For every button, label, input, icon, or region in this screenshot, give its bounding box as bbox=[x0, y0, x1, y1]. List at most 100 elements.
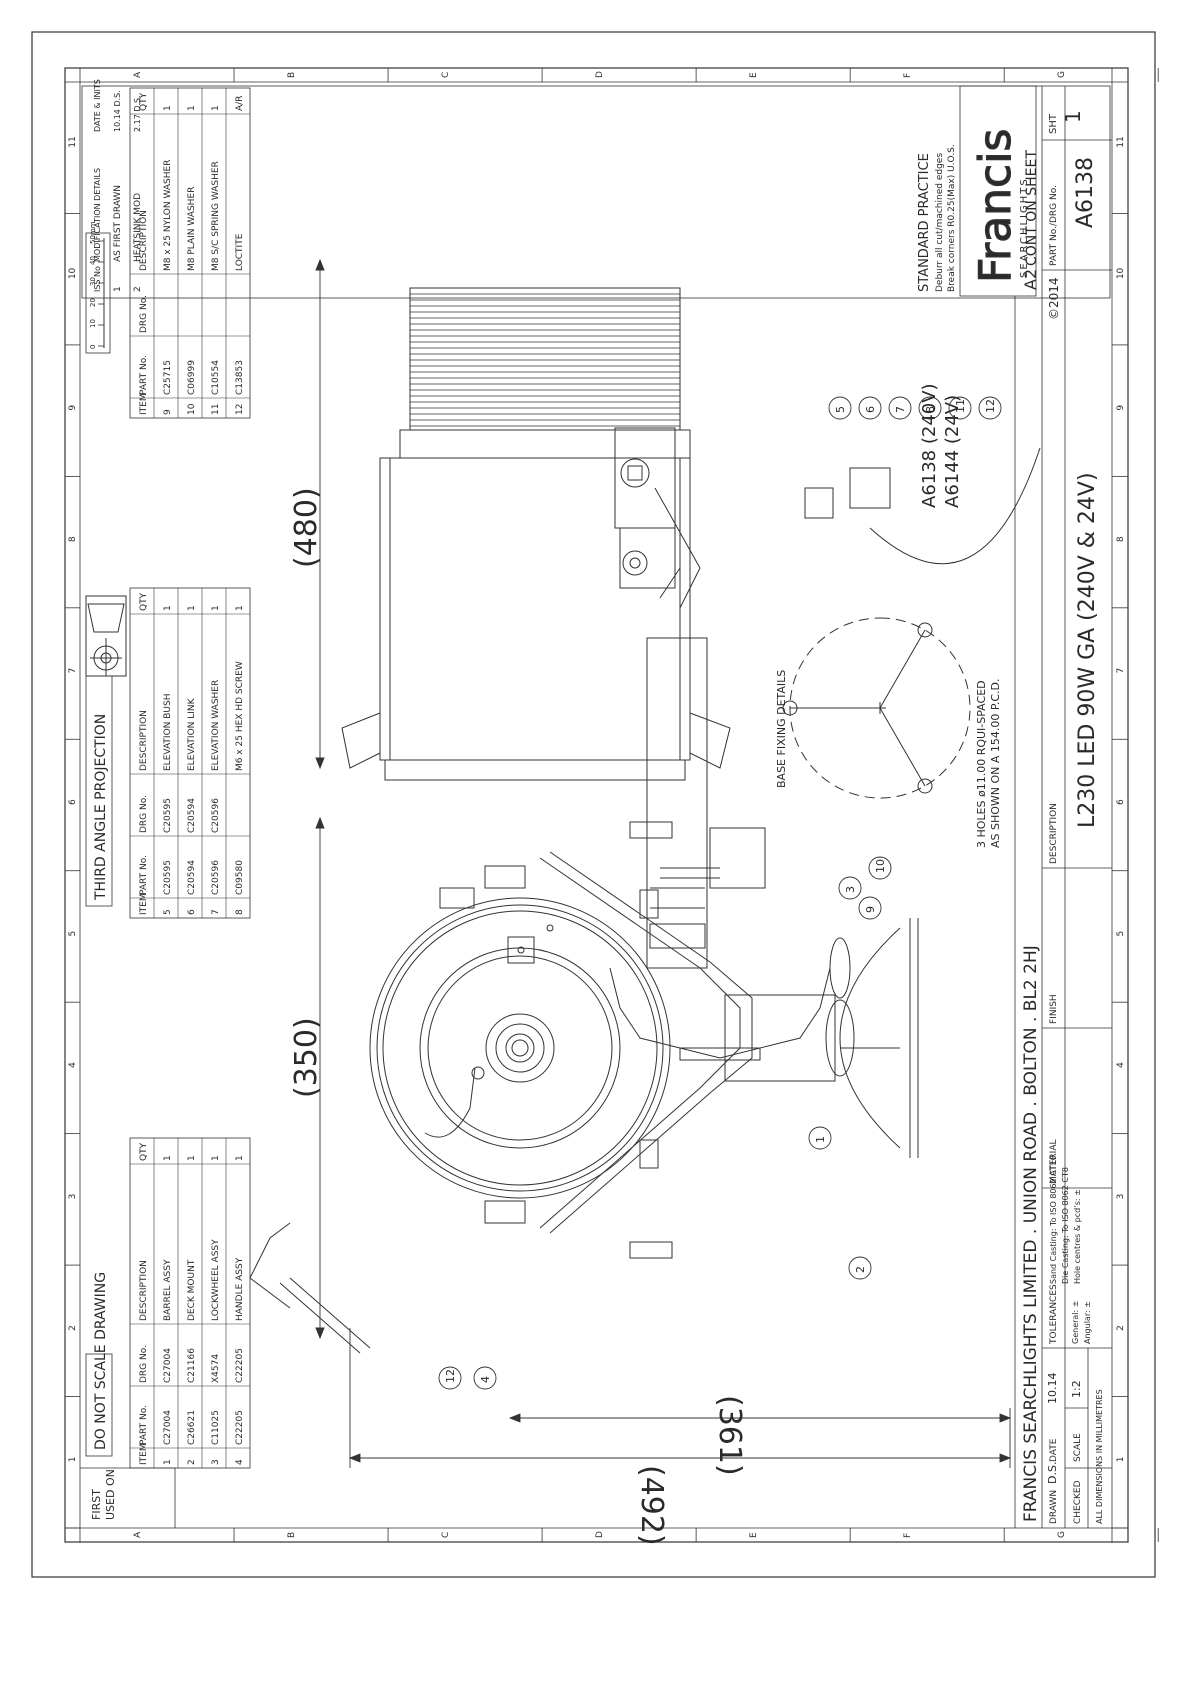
parts-table-cell: 4 bbox=[235, 1459, 245, 1465]
parts-table-cell: 11 bbox=[211, 404, 221, 415]
parts-table-header: DESCRIPTION bbox=[139, 1260, 149, 1321]
parts-table-cell: M8 x 25 NYLON WASHER bbox=[163, 160, 173, 271]
parts-table-cell: C13853 bbox=[235, 360, 245, 395]
svg-text:8: 8 bbox=[924, 406, 937, 413]
grid-letter-top: C bbox=[441, 72, 451, 78]
standard-practice-line-1: Deburr all cut/machined edges bbox=[935, 153, 945, 292]
tolerances-label: TOLERANCES bbox=[1049, 1284, 1059, 1345]
grid-number-left: 7 bbox=[68, 668, 78, 674]
grid-number-left: 6 bbox=[68, 799, 78, 805]
parts-table-header: ITEM bbox=[139, 393, 149, 415]
parts-table-cell: ELEVATION LINK bbox=[187, 697, 197, 771]
parts-table-cell: C27004 bbox=[163, 1348, 173, 1383]
mod-cell: HEATSINK MOD bbox=[133, 193, 143, 262]
ruler-tick-label: 20 bbox=[89, 298, 97, 307]
standard-practice-line-2: Break corners R0.25(Max) U.O.S. bbox=[947, 144, 957, 292]
grid-number-left: 1 bbox=[68, 1457, 78, 1463]
parts-table-cell: C20596 bbox=[211, 860, 221, 895]
svg-text:10: 10 bbox=[874, 859, 887, 873]
sheet-size: A2 bbox=[1021, 269, 1040, 290]
date-label: DATE bbox=[1049, 1438, 1059, 1462]
parts-table-cell: M6 x 25 HEX HD SCREW bbox=[235, 661, 245, 771]
callout-balloon: 4 bbox=[473, 1366, 497, 1390]
front-view bbox=[249, 821, 919, 1354]
parts-table-header: DESCRIPTION bbox=[139, 210, 149, 271]
grid-letter-top: A bbox=[133, 71, 143, 78]
svg-text:6: 6 bbox=[864, 406, 877, 413]
grid-letter-top: G bbox=[1057, 71, 1067, 78]
parts-table-cell: 3 bbox=[211, 1459, 221, 1465]
parts-table-header: PART No. bbox=[139, 855, 149, 895]
grid-number-left: 5 bbox=[68, 931, 78, 937]
grid-letter-bottom: F bbox=[903, 1533, 913, 1538]
parts-table-cell: 1 bbox=[163, 1459, 173, 1465]
cont-on-sheet: CONT ON SHEET bbox=[1024, 150, 1040, 266]
parts-table-header: DRG No. bbox=[139, 1345, 149, 1383]
grid-number-right: 3 bbox=[1116, 1194, 1126, 1200]
parts-table-header: QTY bbox=[139, 1142, 149, 1161]
dim-480: (480) bbox=[289, 487, 324, 568]
drawn-by: D.S. bbox=[1046, 1462, 1059, 1484]
callout-balloon: 12 bbox=[438, 1366, 462, 1390]
dim-492: (492) bbox=[634, 1465, 669, 1546]
part-no: A6138 bbox=[1073, 157, 1098, 228]
parts-table-cell: 10 bbox=[187, 403, 197, 415]
parts-table-cell: C20594 bbox=[187, 860, 197, 895]
mod-cell: 2 bbox=[133, 286, 143, 292]
projection-label: THIRD ANGLE PROJECTION bbox=[93, 714, 109, 901]
projection-symbol-icon bbox=[85, 595, 127, 677]
mod-cell: 2.17 D.S. bbox=[133, 95, 142, 132]
variant-a6138: A6138 (240V) bbox=[919, 383, 940, 508]
svg-text:9: 9 bbox=[864, 906, 877, 913]
svg-text:11: 11 bbox=[954, 399, 967, 413]
parts-table-header: DESCRIPTION bbox=[139, 710, 149, 771]
grid-number-right: 11 bbox=[1116, 136, 1126, 147]
standard-practice: STANDARD PRACTICE Deburr all cut/machine… bbox=[917, 144, 957, 292]
parts-table-cell: 1 bbox=[211, 105, 221, 111]
parts-table-cell: ELEVATION BUSH bbox=[163, 694, 173, 772]
grid-letter-bottom: G bbox=[1057, 1531, 1067, 1538]
dimension-lines bbox=[315, 258, 1012, 1468]
parts-table-cell: 1 bbox=[235, 1155, 245, 1161]
grid-number-left: 2 bbox=[68, 1325, 78, 1331]
callout-balloon: 10 bbox=[868, 856, 892, 880]
svg-text:12: 12 bbox=[984, 399, 997, 413]
parts-table-cell: 1 bbox=[163, 1155, 173, 1161]
standard-practice-title: STANDARD PRACTICE bbox=[917, 153, 932, 292]
parts-table-cell: C20595 bbox=[163, 798, 173, 833]
mod-cell: 1 bbox=[113, 286, 123, 292]
mod-header: MODIFICATION DETAILS bbox=[93, 168, 102, 262]
date-value: 10.14 bbox=[1046, 1373, 1059, 1405]
parts-table-cell: ELEVATION WASHER bbox=[211, 680, 221, 771]
material-label: MATERIAL bbox=[1049, 1140, 1059, 1185]
parts-table-cell: M8 PLAIN WASHER bbox=[187, 187, 197, 271]
grid-letter-bottom: B bbox=[287, 1532, 297, 1538]
svg-text:5: 5 bbox=[834, 406, 847, 413]
callout-balloon: 11 bbox=[948, 396, 972, 420]
ruler-tick-label: 50mm bbox=[89, 221, 97, 244]
tolerance-line-2: Die Casting: To ISO 8062 CT8 bbox=[1061, 1167, 1070, 1284]
inner-frame bbox=[64, 67, 1129, 1543]
tolerance-general: General: ± bbox=[1071, 1301, 1080, 1344]
parts-table-cell: C09580 bbox=[235, 860, 245, 895]
grid-letter-bottom: D bbox=[595, 1531, 605, 1538]
part-no-label: PART No./DRG No. bbox=[1049, 185, 1059, 266]
first-used-on-box: FIRST USED ON bbox=[80, 1467, 176, 1528]
grid-number-right: 7 bbox=[1116, 668, 1126, 674]
modifications-table bbox=[81, 85, 1111, 299]
svg-text:4: 4 bbox=[479, 1376, 492, 1383]
company-address: FRANCIS SEARCHLIGHTS LIMITED . UNION ROA… bbox=[1021, 945, 1041, 1522]
grid-letter-bottom: E bbox=[749, 1532, 759, 1538]
parts-table-cell: LOCKWHEEL ASSY bbox=[211, 1239, 221, 1321]
parts-table-cell: 7 bbox=[211, 909, 221, 915]
parts-table-cell: 2 bbox=[187, 1459, 197, 1465]
parts-table-header: DRG No. bbox=[139, 795, 149, 833]
parts-table-cell: HANDLE ASSY bbox=[235, 1257, 245, 1321]
grid-number-left: 9 bbox=[68, 405, 78, 411]
parts-table-cell: C27004 bbox=[163, 1410, 173, 1445]
parts-table-cell: 1 bbox=[187, 1155, 197, 1161]
callout-balloon: 9 bbox=[858, 896, 882, 920]
